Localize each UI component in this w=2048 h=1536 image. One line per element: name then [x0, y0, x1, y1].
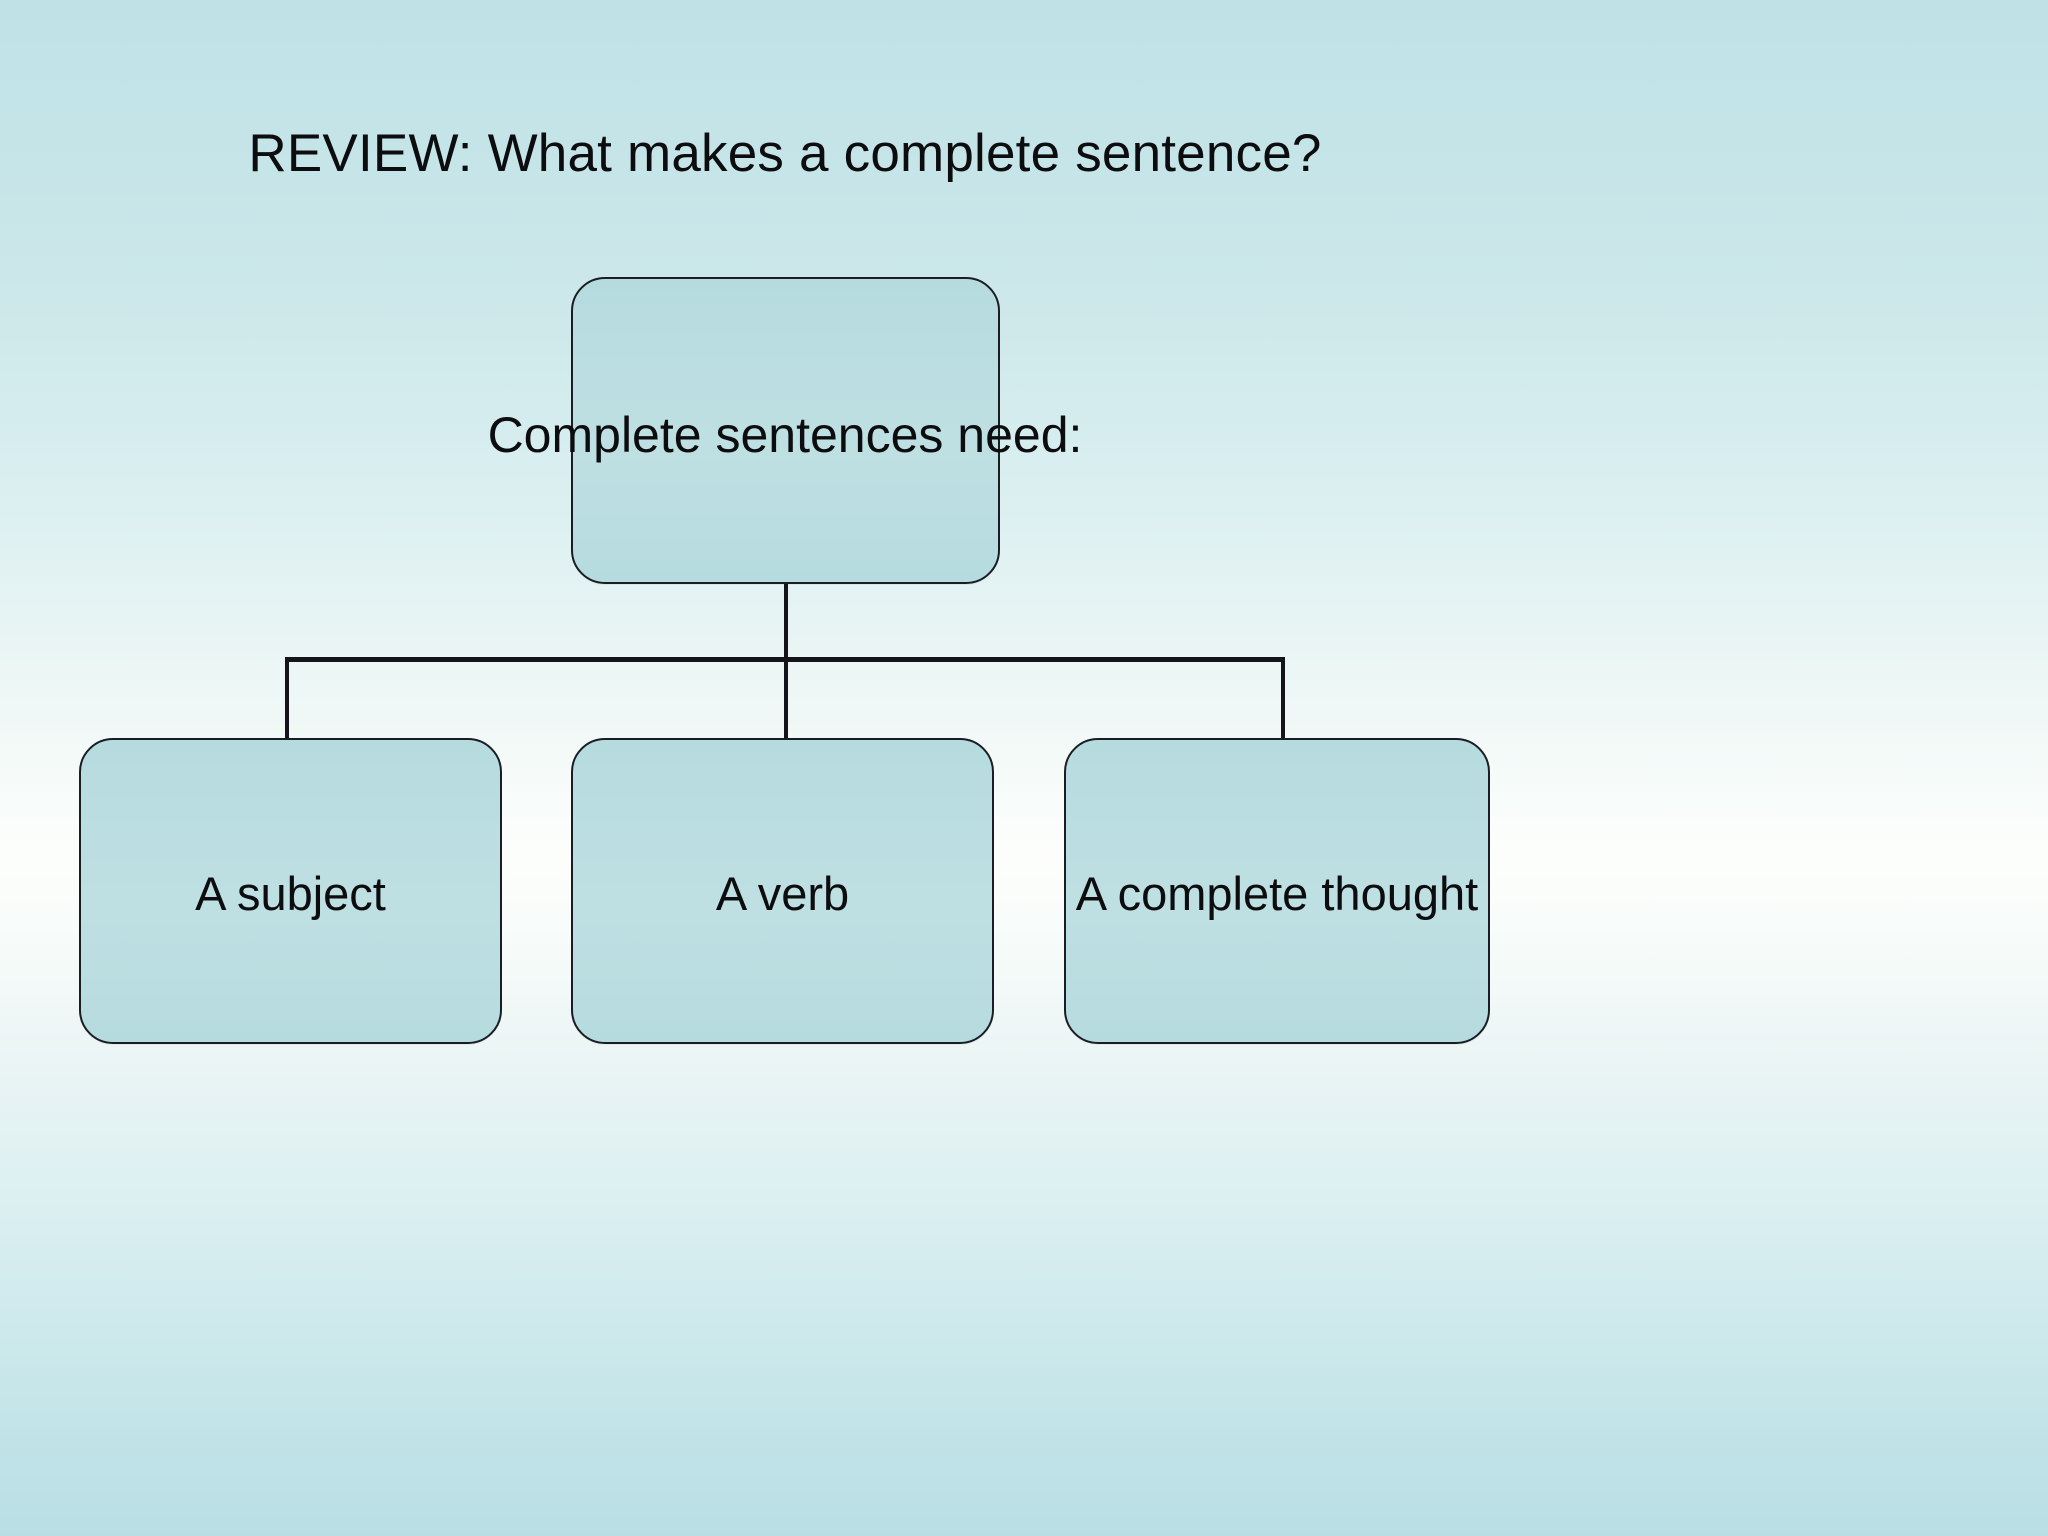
connector-drop-right [1281, 657, 1285, 739]
connector-parent-stem [784, 583, 788, 661]
page-title: REVIEW: What makes a complete sentence? [248, 124, 1322, 183]
connector-drop-left [285, 657, 289, 739]
diagram-node-child-3[interactable] [1064, 738, 1490, 1044]
diagram-node-child-1[interactable] [79, 738, 502, 1044]
diagram-node-parent[interactable] [571, 277, 1000, 584]
diagram-node-child-2[interactable] [571, 738, 994, 1044]
connector-drop-middle [784, 657, 788, 739]
